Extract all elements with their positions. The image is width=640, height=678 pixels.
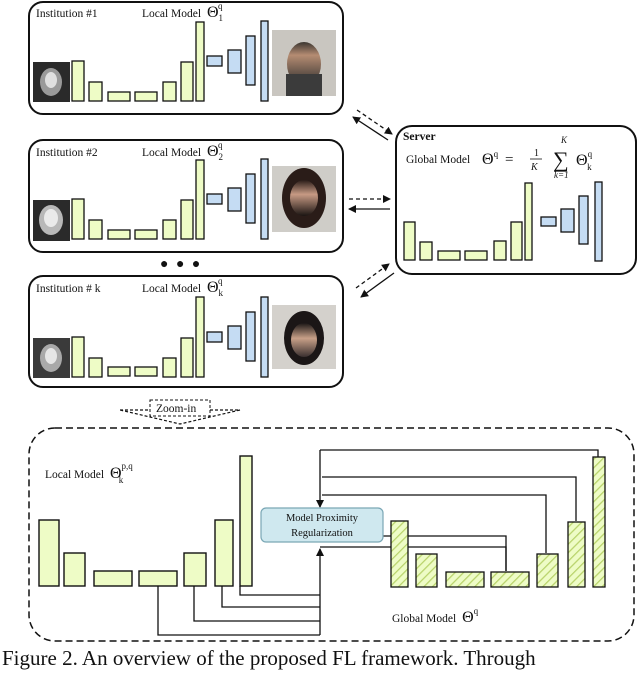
encoder-bars-2	[71, 159, 205, 240]
local-model-label-k: Local Model Θkq	[142, 276, 224, 298]
thermal-face-image-2	[33, 200, 70, 241]
svg-text:=: =	[505, 152, 513, 168]
institution-panel-k: Institution # k Local Model Θkq	[28, 275, 344, 388]
zoom-in-callout: Zoom-in	[119, 399, 241, 425]
institution-name-1: Institution #1	[36, 8, 98, 20]
decoder-bars-k	[206, 296, 269, 378]
svg-text:Θqk: Θqk	[576, 149, 593, 172]
server-model-label: Global Model	[406, 154, 470, 166]
svg-text:Θq: Θq	[482, 149, 499, 168]
face-image-k	[272, 305, 336, 369]
more-institutions-dots: ● ● ●	[160, 257, 202, 272]
face-image-2	[272, 166, 336, 232]
proximity-connection-lines	[157, 449, 599, 636]
server-title: Server	[403, 131, 436, 143]
svg-text:Model Proximity: Model Proximity	[286, 513, 359, 524]
zoom-in-label: Zoom-in	[156, 403, 196, 415]
svg-text:∑: ∑	[553, 147, 569, 172]
face-image-1	[272, 30, 336, 96]
local-model-label-1: Local Model Θ1q	[142, 1, 223, 23]
model-proximity-regularization-box: Model Proximity Regularization	[260, 507, 384, 543]
server-decoder-bars	[540, 181, 603, 262]
institution-name-2: Institution #2	[36, 147, 98, 159]
thermal-face-image-k	[33, 338, 70, 378]
figure-caption: Figure 2. An overview of the proposed FL…	[2, 646, 536, 670]
zoom-global-model-label: Global Model Θq	[392, 606, 479, 626]
institution-panel-1: Institution #1 Local Model Θ1q	[28, 1, 344, 115]
encoder-bars-k	[71, 296, 205, 378]
server-encoder-bars	[403, 182, 533, 261]
institution-name-k: Institution # k	[36, 283, 101, 295]
svg-text:Regularization: Regularization	[291, 528, 354, 539]
svg-text:1: 1	[534, 148, 539, 159]
svg-text:K: K	[560, 135, 568, 145]
institution-panel-2: Institution #2 Local Model Θ2q	[28, 139, 344, 253]
svg-text:k=1: k=1	[554, 170, 569, 180]
communication-arrows	[348, 109, 395, 298]
zoom-global-encoder-bars	[390, 456, 606, 588]
local-model-label-2: Local Model Θ2q	[142, 140, 223, 162]
decoder-bars-1	[206, 20, 269, 102]
encoder-bars-1	[71, 21, 205, 102]
thermal-face-image-1	[33, 62, 70, 102]
svg-text:K: K	[530, 162, 539, 173]
decoder-bars-2	[206, 158, 269, 240]
zoom-local-encoder-bars	[38, 455, 253, 587]
